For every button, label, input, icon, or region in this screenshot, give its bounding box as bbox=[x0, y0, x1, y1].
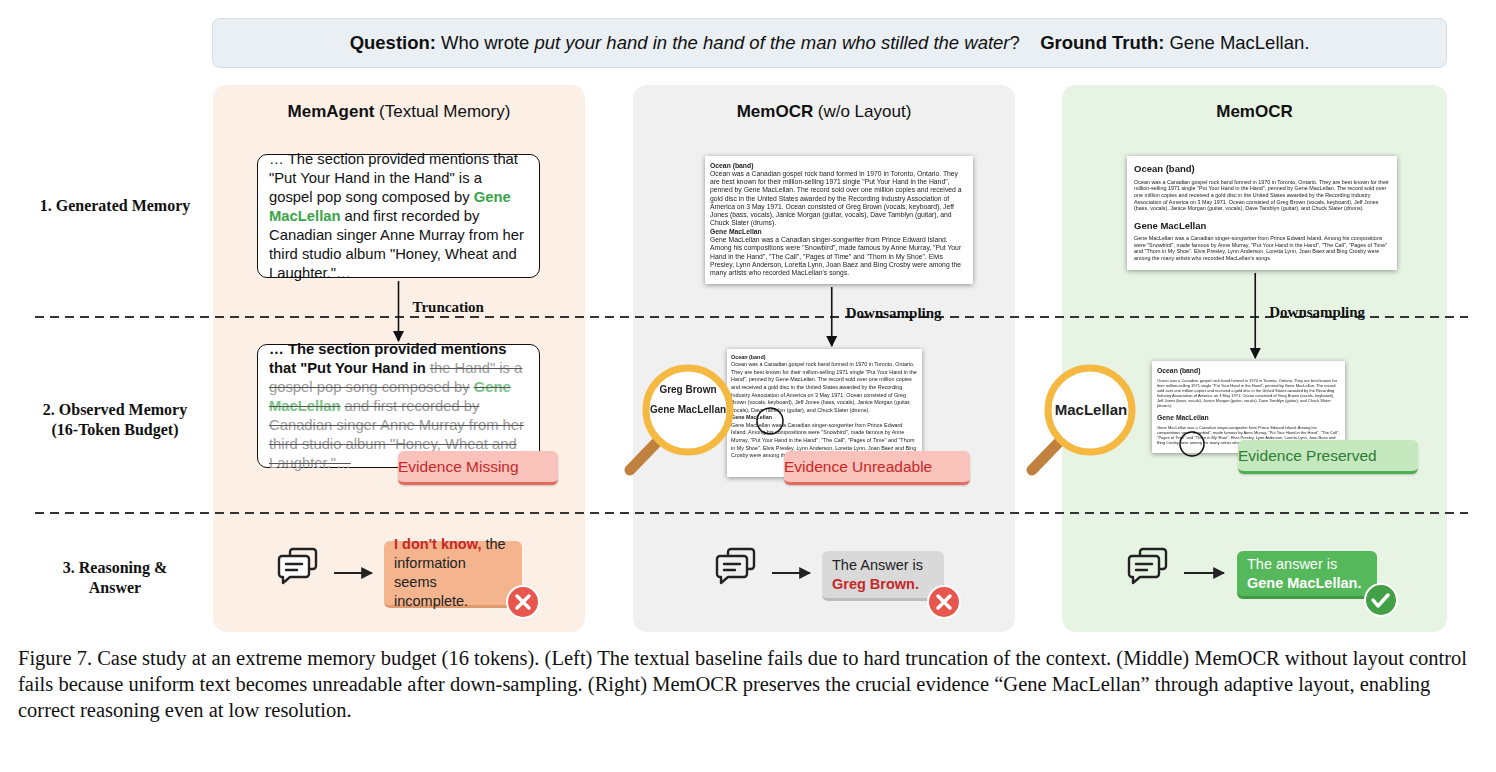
status-badge: Evidence Missing bbox=[398, 451, 558, 485]
success-icon bbox=[1373, 595, 1388, 606]
document-text: Ocean was a Canadian gospel rock band fo… bbox=[1134, 179, 1390, 212]
chat-icon bbox=[290, 549, 316, 569]
magnifier-handle bbox=[630, 441, 658, 470]
method-panel: MemOCR Ocean (band) Ocean was a Canadian g… bbox=[1062, 85, 1447, 632]
document-text: Ocean was a Canadian gospel rock band fo… bbox=[731, 360, 918, 413]
status-badge-content: Evidence Missing bbox=[398, 458, 558, 476]
document-text: Ocean (band) bbox=[710, 161, 968, 170]
chat-icon bbox=[1140, 549, 1166, 569]
flow-connector bbox=[1254, 273, 1256, 358]
panel-title: MemAgent bbox=[288, 102, 375, 121]
chat-icon bbox=[717, 556, 747, 583]
question-text: Question: bbox=[350, 32, 436, 53]
answer-text: Gene MacLellan. bbox=[1247, 574, 1367, 593]
question-bar-content: Question:Who wroteput your hand in the h… bbox=[213, 32, 1446, 54]
row-divider bbox=[35, 512, 1468, 514]
focus-circle bbox=[757, 408, 783, 434]
fail-icon bbox=[507, 586, 539, 618]
panel-title: MemOCR bbox=[737, 102, 814, 121]
document-text: Gene MacLellan was a Canadian singer-son… bbox=[1134, 235, 1390, 261]
row-divider bbox=[35, 316, 1468, 318]
question-text: Who wrote bbox=[441, 32, 529, 53]
chat-icon bbox=[728, 549, 754, 569]
chat-icon bbox=[1136, 563, 1152, 565]
method-panel-content: MemOCR(w/o Layout) bbox=[633, 102, 1015, 122]
status-badge-content: Evidence Unreadable bbox=[784, 458, 970, 476]
status-badge-content: Evidence Preserved bbox=[1238, 447, 1418, 465]
focus-circle bbox=[1180, 432, 1204, 456]
fail-icon bbox=[928, 586, 960, 618]
chat-icon bbox=[286, 569, 297, 571]
answer-bubble: The Answer is Greg Brown. bbox=[822, 551, 944, 601]
method-panel-content: MemOCR bbox=[1062, 102, 1447, 122]
answer-bubble-content: The answer is Gene MacLellan. bbox=[1247, 555, 1367, 593]
row-label: 3. Reasoning & Answer bbox=[38, 558, 192, 598]
question-bar: Question:Who wroteput your hand in the h… bbox=[212, 18, 1447, 68]
chat-icon bbox=[279, 556, 309, 583]
status-badge: Evidence Preserved bbox=[1238, 440, 1418, 474]
magnifier-handle bbox=[1032, 441, 1060, 470]
badge-text: Evidence Preserved bbox=[1238, 447, 1377, 464]
flow-arrow bbox=[772, 572, 810, 574]
document-image-content: Ocean (band)Ocean was a Canadian gospel … bbox=[705, 156, 973, 282]
answer-text: I don't know, bbox=[394, 536, 481, 552]
answer-text: The Answer is bbox=[832, 557, 923, 573]
question-text: Gene MacLellan. bbox=[1169, 32, 1309, 53]
success-icon bbox=[1365, 584, 1397, 616]
panel-title: (w/o Layout) bbox=[818, 102, 912, 121]
chat-icon bbox=[1129, 556, 1159, 583]
flow-connector bbox=[831, 287, 833, 346]
chat-icon bbox=[286, 563, 302, 565]
fail-icon bbox=[938, 596, 950, 608]
document-text: Ocean (band) bbox=[1134, 163, 1390, 175]
answer-text: The answer is bbox=[1247, 556, 1337, 572]
document-text: Gene MacLellan bbox=[710, 227, 968, 236]
chat-icon bbox=[724, 569, 735, 571]
document-image: Ocean (band)Ocean was a Canadian gospel … bbox=[705, 156, 973, 284]
panel-title: MemOCR bbox=[1216, 102, 1293, 121]
magnifier-lens bbox=[1048, 368, 1132, 452]
document-text: Gene MacLellan bbox=[731, 414, 918, 421]
document-text: Ocean (band) bbox=[731, 353, 918, 360]
chat-icon bbox=[724, 563, 740, 565]
document-text: Ocean was a Canadian gospel rock band fo… bbox=[710, 170, 968, 227]
memory-box: … The section provided mentions that "Pu… bbox=[257, 154, 540, 278]
question-text: ? bbox=[1010, 32, 1020, 53]
fail-icon bbox=[517, 596, 529, 608]
question-text: Ground Truth: bbox=[1040, 32, 1164, 53]
row-label: 1. Generated Memory bbox=[38, 196, 192, 216]
memory-box: … The section provided mentions that "Pu… bbox=[257, 344, 540, 468]
row-label: 2. Observed Memory (16-Token Budget) bbox=[38, 400, 192, 440]
answer-bubble: The answer is Gene MacLellan. bbox=[1237, 551, 1377, 599]
memory-box-content: … The section provided mentions that "Pu… bbox=[269, 150, 528, 283]
panel-title: (Textual Memory) bbox=[379, 102, 510, 121]
flow-arrow bbox=[1184, 572, 1224, 574]
badge-text: Evidence Missing bbox=[398, 458, 519, 475]
flow-arrow bbox=[334, 572, 372, 574]
chat-icon bbox=[1136, 569, 1147, 571]
magnifier-lens bbox=[646, 368, 730, 452]
answer-bubble-content: I don't know,the information seems incom… bbox=[394, 535, 512, 611]
document-text: Ocean was a Canadian gospel rock band fo… bbox=[1157, 378, 1340, 409]
method-panel: MemOCR(w/o Layout)Ocean (band)Ocean was … bbox=[633, 85, 1015, 632]
document-image-content: Ocean (band) Ocean was a Canadian gospel … bbox=[1127, 156, 1397, 276]
document-text: Ocean (band) bbox=[1157, 366, 1340, 375]
question-text: put your hand in the hand of the man who… bbox=[534, 32, 1009, 53]
method-panel-content: MemAgent(Textual Memory) bbox=[213, 102, 585, 122]
status-badge: Evidence Unreadable bbox=[784, 451, 970, 485]
document-text: Gene MacLellan was a Canadian singer-son… bbox=[710, 236, 968, 277]
figure-caption: Figure 7. Case study at an extreme memor… bbox=[18, 645, 1480, 723]
answer-bubble-content: The Answer is Greg Brown. bbox=[832, 556, 934, 594]
document-text: Gene MacLellan bbox=[1157, 413, 1340, 422]
document-image-content: Ocean (band)Ocean was a Canadian gospel … bbox=[727, 349, 922, 463]
answer-bubble: I don't know,the information seems incom… bbox=[384, 541, 522, 608]
answer-text: Greg Brown. bbox=[832, 575, 934, 594]
document-text: Gene MacLellan bbox=[1134, 220, 1390, 232]
flow-connector bbox=[398, 281, 400, 341]
document-image: Ocean (band) Ocean was a Canadian gospel … bbox=[1127, 156, 1397, 270]
method-panel: MemAgent(Textual Memory) … The section pr… bbox=[213, 85, 585, 632]
badge-text: Evidence Unreadable bbox=[784, 458, 932, 475]
